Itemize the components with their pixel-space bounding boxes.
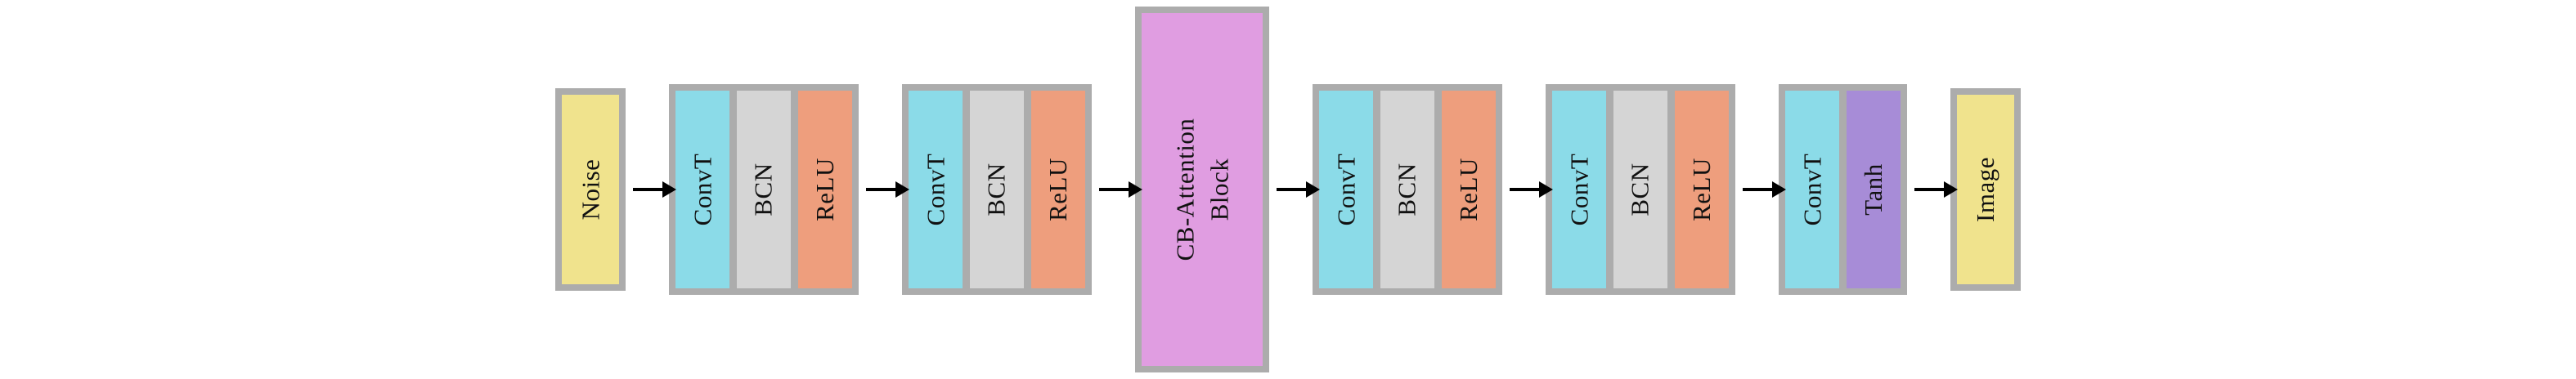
flow-arrow-5 xyxy=(1510,188,1539,191)
flow-arrow-4 xyxy=(1277,188,1306,191)
convt-tanh-group: ConvT Tanh xyxy=(1779,84,1907,295)
convt-block: ConvT xyxy=(675,91,729,288)
relu-block: ReLU xyxy=(1675,91,1729,288)
convt-bcn-relu-group-1: ConvT BCN ReLU xyxy=(669,84,859,295)
convt-block: ConvT xyxy=(909,91,963,288)
tanh-label: Tanh xyxy=(1859,163,1887,216)
bcn-label: BCN xyxy=(982,163,1011,216)
relu-label: ReLU xyxy=(1687,158,1717,221)
flow-arrow-2 xyxy=(866,188,895,191)
flow-arrow-1 xyxy=(633,188,662,191)
flow-arrow-7 xyxy=(1914,188,1944,191)
convt-bcn-relu-group-3: ConvT BCN ReLU xyxy=(1313,84,1502,295)
cb-attention-label-line1: CB-Attention xyxy=(1170,118,1199,261)
convt-label: ConvT xyxy=(1564,153,1593,226)
bcn-label: BCN xyxy=(1393,163,1421,216)
image-node-body: Image xyxy=(1957,95,2014,284)
bcn-block: BCN xyxy=(1613,91,1667,288)
bcn-block: BCN xyxy=(737,91,791,288)
convt-block: ConvT xyxy=(1319,91,1373,288)
convt-block: ConvT xyxy=(1552,91,1606,288)
bcn-block: BCN xyxy=(970,91,1024,288)
bcn-label: BCN xyxy=(749,163,778,216)
convt-label: ConvT xyxy=(921,153,949,226)
relu-label: ReLU xyxy=(810,158,840,221)
noise-label: Noise xyxy=(576,158,605,221)
relu-label: ReLU xyxy=(1043,158,1073,221)
relu-block: ReLU xyxy=(1031,91,1085,288)
bcn-block: BCN xyxy=(1380,91,1434,288)
convt-block: ConvT xyxy=(1785,91,1839,288)
relu-block: ReLU xyxy=(1442,91,1496,288)
flow-arrow-3 xyxy=(1099,188,1129,191)
convt-label: ConvT xyxy=(1331,153,1360,226)
cb-attention-label: CB-Attention Block xyxy=(1168,118,1236,261)
convt-bcn-relu-group-4: ConvT BCN ReLU xyxy=(1546,84,1735,295)
noise-node: Noise xyxy=(555,88,626,291)
relu-block: ReLU xyxy=(798,91,852,288)
image-label: Image xyxy=(1971,157,1999,222)
cb-attention-label-line2: Block xyxy=(1205,158,1233,221)
flow-arrow-6 xyxy=(1743,188,1772,191)
convt-label: ConvT xyxy=(1797,153,1826,226)
noise-node-body: Noise xyxy=(562,95,619,284)
convt-label: ConvT xyxy=(688,153,716,226)
relu-label: ReLU xyxy=(1454,158,1483,221)
bcn-label: BCN xyxy=(1626,163,1654,216)
cb-attention-node: CB-Attention Block xyxy=(1135,7,1269,372)
image-node: Image xyxy=(1950,88,2021,291)
tanh-block: Tanh xyxy=(1847,91,1901,288)
convt-bcn-relu-group-2: ConvT BCN ReLU xyxy=(902,84,1092,295)
cb-attention-body: CB-Attention Block xyxy=(1142,13,1263,366)
